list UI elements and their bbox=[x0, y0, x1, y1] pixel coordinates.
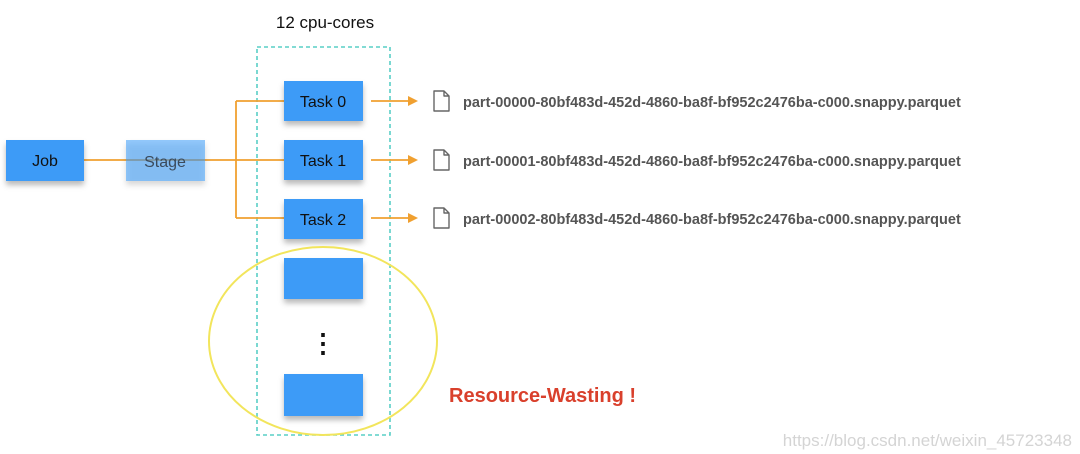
file-icon bbox=[433, 207, 450, 229]
ellipsis: ⋮ bbox=[310, 328, 336, 358]
job-box bbox=[6, 140, 84, 181]
task-box-2 bbox=[284, 199, 363, 239]
file-label-1: part-00001-80bf483d-452d-4860-ba8f-bf952… bbox=[463, 154, 961, 170]
stage-box bbox=[126, 140, 205, 181]
task-box-0 bbox=[284, 81, 363, 121]
task-label-1: Task 1 bbox=[300, 153, 346, 170]
file-label-2: part-00002-80bf483d-452d-4860-ba8f-bf952… bbox=[463, 212, 961, 228]
file-icon bbox=[433, 90, 450, 112]
task-label-0: Task 0 bbox=[300, 94, 346, 111]
file-label-0: part-00000-80bf483d-452d-4860-ba8f-bf952… bbox=[463, 95, 961, 111]
watermark: https://blog.csdn.net/weixin_45723348 bbox=[783, 431, 1072, 450]
waste-highlight-ellipse bbox=[208, 246, 438, 436]
file-icon bbox=[433, 149, 450, 171]
task-label-2: Task 2 bbox=[300, 212, 346, 229]
cores-title: 12 cpu-cores bbox=[276, 13, 374, 32]
job-label: Job bbox=[32, 153, 58, 170]
stage-label: Stage bbox=[144, 154, 186, 171]
idle-core-box bbox=[284, 374, 363, 416]
cpu-cores-container bbox=[256, 46, 391, 436]
idle-core-box bbox=[284, 258, 363, 299]
resource-wasting-label: Resource-Wasting ! bbox=[449, 385, 636, 407]
task-box-1 bbox=[284, 140, 363, 180]
